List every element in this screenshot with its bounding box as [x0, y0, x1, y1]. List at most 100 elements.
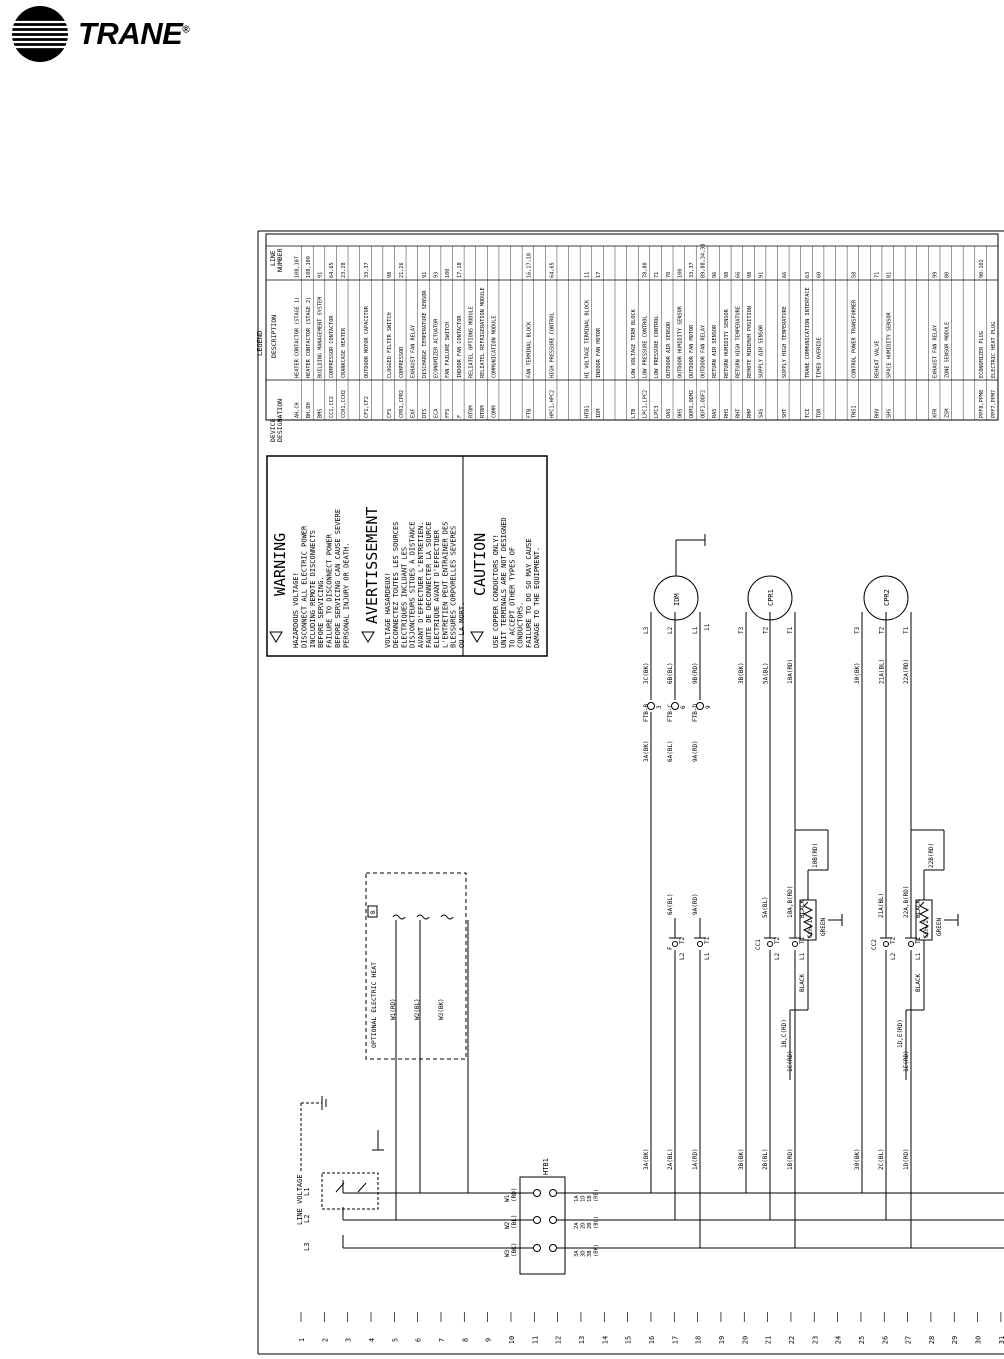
cpr2-terminal: T3	[854, 626, 861, 634]
legend-device: LTB	[631, 409, 637, 418]
line-number: 1	[298, 1338, 306, 1342]
green-wire: GREEN	[820, 918, 827, 936]
legend-description: CRANKCASE HEATER	[341, 327, 347, 378]
cpr1-label: CPR1	[767, 589, 775, 606]
feed-wire-label: 1C(RD)	[787, 1050, 794, 1072]
idm-terminal: L2	[667, 626, 674, 634]
feed-wire-label: 1A(RD)	[692, 1148, 699, 1170]
legend-description: REHEAT VALVE	[875, 341, 881, 378]
heat-wire-label: W2(BL)	[414, 998, 421, 1020]
line-number: 30	[975, 1336, 983, 1344]
black-wire: BLACK	[799, 974, 806, 992]
line-number: 5	[391, 1338, 399, 1342]
trane-globe-icon	[10, 6, 70, 62]
line-number: 11	[531, 1336, 539, 1344]
legend-line-number: 98	[387, 272, 393, 278]
line-number: 31	[998, 1336, 1004, 1344]
legend-col-device-2: DESIGNATION	[276, 399, 284, 442]
line-number: 27	[905, 1336, 913, 1344]
heater-label: CCH-2	[923, 920, 930, 938]
line-number: 9	[485, 1338, 493, 1342]
legend-line-number: 96	[712, 272, 718, 278]
idm-label: IDM	[673, 593, 681, 606]
contactor-terminal: T1	[915, 936, 922, 944]
avertissement-triangle-icon	[361, 631, 375, 643]
contactor-terminal: L2	[774, 952, 781, 960]
cpr1-terminal: T1	[787, 626, 794, 634]
line-number: 16	[648, 1336, 656, 1344]
avertissement-line: BLESSURES CORPORELLES SEVERES	[450, 526, 458, 648]
legend-description: COMMUNICATION MODULE	[492, 316, 498, 378]
legend-line-number: 23,28	[341, 262, 347, 278]
legend-device: OAS	[666, 409, 672, 418]
htb1-bottom-label: 2B	[587, 1222, 593, 1229]
legend-device: ZSM	[944, 409, 950, 418]
legend-device: RHS	[724, 409, 730, 418]
legend-description: BUILDING MANAGEMENT SYSTEM	[318, 297, 324, 378]
legend-description: ECONOMIZER PLUG	[979, 331, 985, 378]
legend-device: RHT	[735, 409, 741, 418]
avertissement-title: AVERTISSEMENT	[363, 507, 381, 624]
caution-line: FAILURE TO DO SO MAY CAUSE	[525, 538, 533, 648]
heater-wire: 10B(RD)	[812, 843, 819, 868]
avertissement-line: DECONNECTEZ TOUTES LES SOURCES	[392, 522, 400, 648]
legend-description: HEATER CONTACTOR (STAGE 1)	[294, 297, 300, 378]
line-number: 21	[765, 1336, 773, 1344]
contactor-wire: 9A(RD)	[692, 893, 699, 915]
warning-line: INCLUDING REMOTE DISCONNECTS	[309, 530, 317, 648]
line-number: 2	[321, 1338, 329, 1342]
line-number: 7	[438, 1338, 446, 1342]
feed-wire-label: 1D(RD)	[903, 1148, 910, 1170]
contactor-terminal: L2	[890, 952, 897, 960]
legend-title: LEGEND	[256, 331, 264, 356]
legend-description: HIGH PRESSURE CONTROL	[550, 312, 556, 378]
line-voltage-title: LINE VOLTAGE	[296, 1174, 304, 1225]
legend-description: COMPRESSOR CONTACTOR	[329, 315, 335, 378]
cpr1-compressor	[747, 575, 793, 621]
legend-description: OUTDOOR HUMIDITY SENSOR	[677, 305, 683, 378]
optional-heat-title: OPTIONAL ELECTRIC HEAT	[370, 962, 378, 1048]
black-wire: BLACK	[915, 974, 922, 992]
legend-description: LOW PRESSURE CONTROL	[643, 316, 649, 378]
legend-device: SHS	[886, 409, 892, 418]
contactor-terminal: L2	[679, 952, 686, 960]
line-number: 19	[718, 1336, 726, 1344]
legend-line-number: 98	[724, 272, 730, 278]
legend-description: ZONE SENSOR MODULE	[944, 322, 950, 378]
caution-triangle-icon	[470, 631, 484, 643]
htb1-bottom-label: (BK)	[594, 1244, 600, 1257]
htb1-top-color: (RD)	[511, 1188, 518, 1202]
avertissement-line: VOLTAGE HASARDEUX!	[384, 572, 392, 648]
htb1-bottom-label: 2A	[574, 1222, 580, 1229]
line-number: 13	[578, 1336, 586, 1344]
heat-flag	[367, 905, 378, 918]
cpr1-wire: 10A(RD)	[787, 659, 794, 684]
ftb-label: FTB-D	[692, 704, 699, 722]
avertissement-line: ELECTRIQUES INCLUANT LES	[400, 547, 408, 648]
legend-device: SAS	[759, 409, 765, 418]
caution-line: TO ACCEPT OTHER TYPES OF	[508, 547, 516, 648]
ftb-pin: 9	[705, 705, 712, 709]
line-number: 18	[695, 1336, 703, 1344]
caution-line: DAMAGE TO THE EQUIPMENT.	[533, 547, 541, 648]
legend-line-number: 71	[875, 272, 881, 278]
legend-line-number: 33,37	[689, 262, 695, 278]
legend-device: PPF8,PPM8	[979, 390, 985, 418]
htb1-bottom-label: 3A	[574, 1250, 580, 1257]
trane-logo: TRANE®	[0, 0, 230, 70]
cpr1-wire: 3B(BK)	[738, 662, 745, 684]
contactor-wire: 5A(BL)	[762, 896, 769, 918]
line-number: 23	[811, 1336, 819, 1344]
legend-description: DISCHARGE TEMPERATURE SENSOR	[422, 290, 428, 378]
legend-line-number: 60	[817, 272, 823, 278]
legend-line-number: 89,88,34,38	[701, 244, 707, 278]
legend-line-number: 78,80	[643, 262, 649, 278]
legend-device: FTB	[526, 409, 532, 418]
line-number: 17	[671, 1336, 679, 1344]
legend-device: ODF1,ODF2	[701, 390, 707, 418]
htb1-bottom-label: 2D	[581, 1222, 587, 1229]
ftb-label: FTB-C	[667, 704, 674, 722]
idm-wire-left: 6A(BL)	[667, 740, 674, 762]
